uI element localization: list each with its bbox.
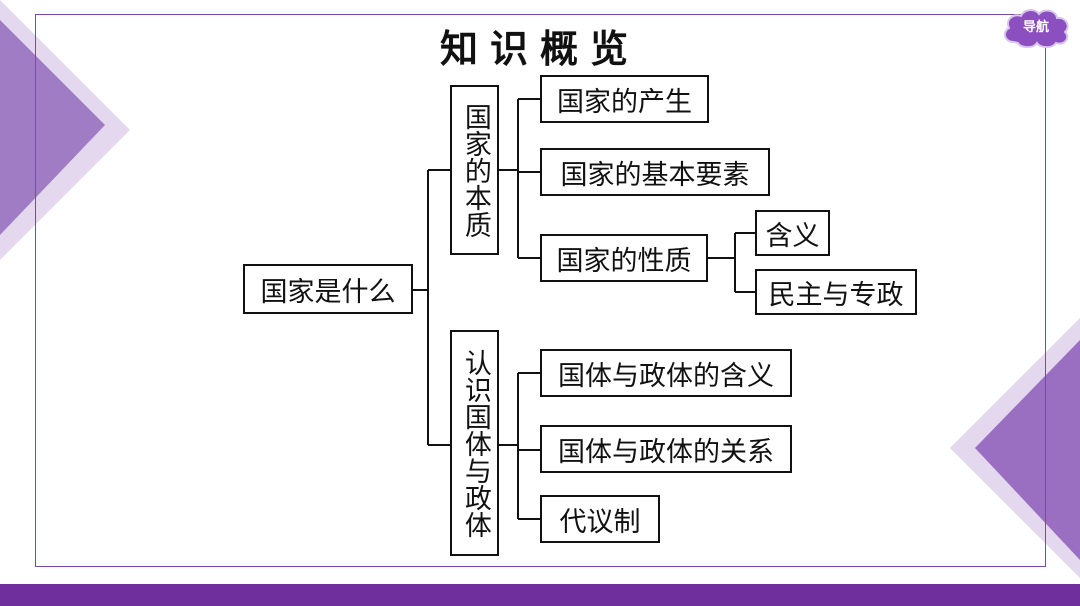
node-root: 国家是什么: [243, 264, 413, 314]
node-state-elements: 国家的基本要素: [540, 148, 770, 196]
page-title: 知识概览: [439, 27, 640, 71]
nav-button[interactable]: 导航: [1000, 6, 1072, 50]
node-branch-nature: 国家的本质: [450, 85, 499, 255]
node-system-relation: 国体与政体的关系: [540, 425, 792, 473]
node-meaning: 含义: [755, 210, 830, 256]
node-system-meaning: 国体与政体的含义: [540, 349, 792, 397]
cloud-icon: [1003, 9, 1069, 49]
node-branch-system: 认识国体与政体: [450, 330, 499, 556]
content-frame: [35, 14, 1046, 567]
nav-label: 导航: [1022, 20, 1049, 35]
node-state-origin: 国家的产生: [540, 75, 709, 123]
node-representative-system: 代议制: [540, 495, 660, 543]
bottom-bar: [0, 584, 1080, 606]
node-democracy-dictatorship: 民主与专政: [755, 269, 917, 315]
node-state-nature: 国家的性质: [540, 234, 708, 282]
